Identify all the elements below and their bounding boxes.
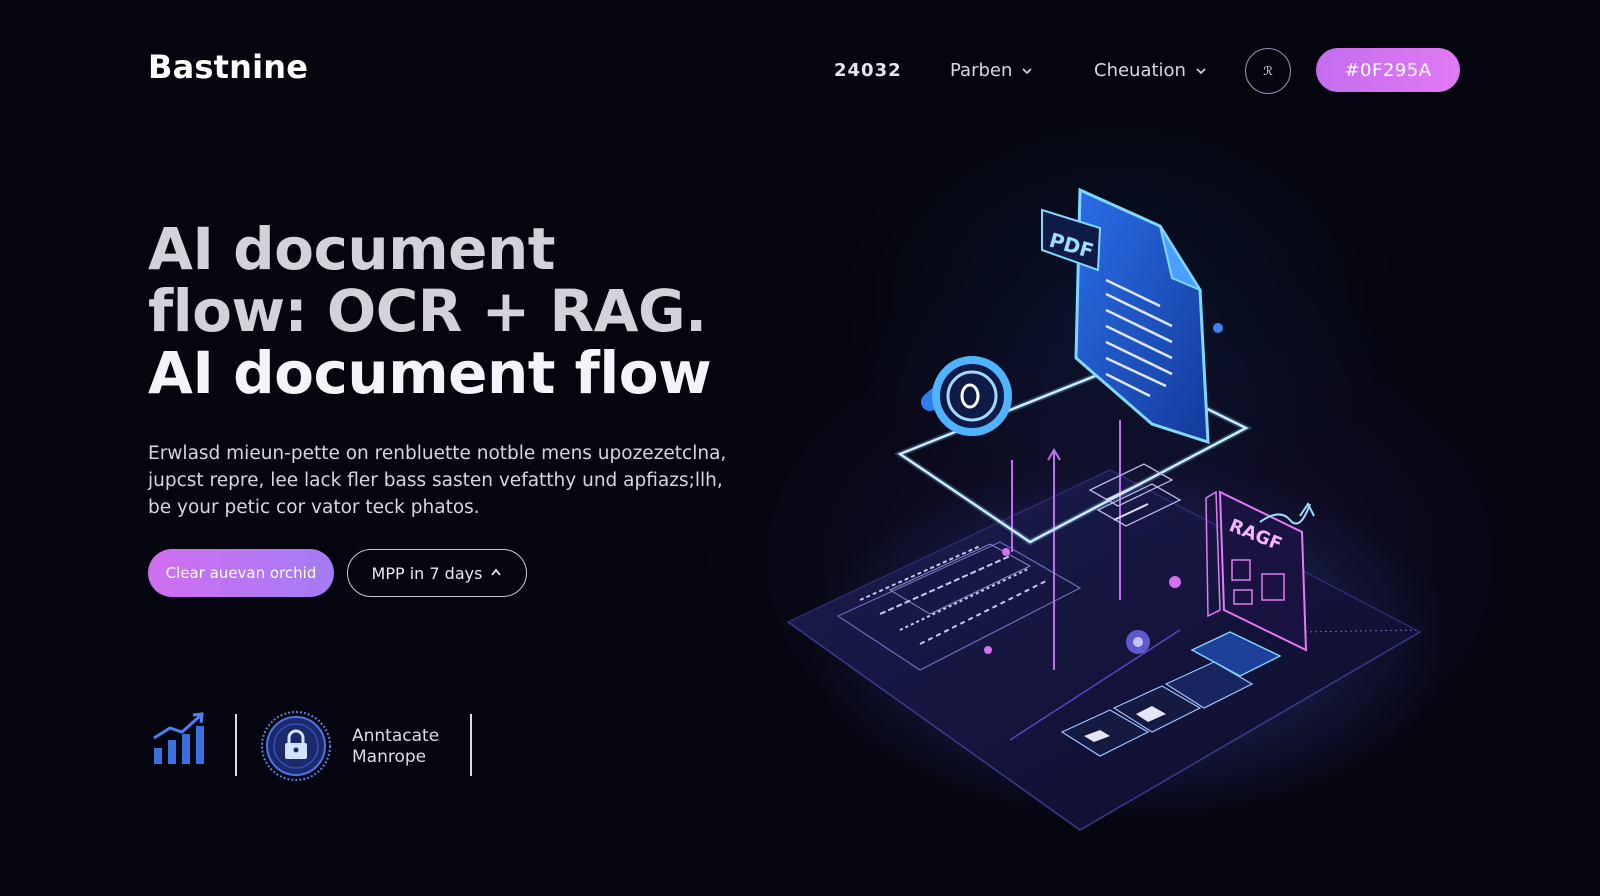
floor-tiles bbox=[1060, 631, 1282, 757]
hero-description-line-2: jupcst repre, lee lack fler bass sasten … bbox=[148, 470, 723, 491]
document-icon: PDF bbox=[1041, 187, 1223, 445]
nav-link-label: Cheuation bbox=[1094, 60, 1186, 81]
nav-dropdown-parben[interactable]: Parben bbox=[950, 60, 1032, 81]
nav-link-label: 24032 bbox=[834, 60, 902, 81]
chevron-down-icon bbox=[1196, 67, 1206, 74]
brand-logo[interactable]: Bastnine bbox=[148, 48, 309, 86]
floating-data-card bbox=[1088, 463, 1182, 527]
nav-dropdown-cheuation[interactable]: Cheuation bbox=[1094, 60, 1206, 81]
secondary-cta-label: MPP in 7 days bbox=[371, 563, 483, 583]
growth-chart-icon bbox=[153, 712, 204, 764]
trust-text-line-2: Manrope bbox=[352, 747, 427, 767]
nav-link-24032[interactable]: 24032 bbox=[834, 60, 902, 81]
magnifier-icon bbox=[921, 356, 1012, 436]
chevron-up-icon bbox=[491, 568, 502, 576]
hero-title-line-3: AI document flow bbox=[148, 339, 712, 407]
floor-form-panel bbox=[836, 541, 1082, 671]
chevron-down-icon bbox=[1022, 67, 1032, 74]
account-icon-button[interactable]: ℛ bbox=[1245, 48, 1291, 94]
hero-title-line-2: flow: OCR + RAG. bbox=[148, 277, 707, 345]
connector-lines bbox=[1002, 420, 1181, 670]
security-badge-icon bbox=[261, 711, 331, 781]
trust-divider bbox=[470, 714, 472, 776]
trust-badge-text: Anntacate Manrope bbox=[352, 726, 439, 768]
isometric-platform bbox=[786, 460, 1440, 831]
nav-link-label: Parben bbox=[950, 60, 1013, 81]
scan-frame bbox=[893, 362, 1253, 546]
isometric-document-illustration: PDF RAGF bbox=[786, 187, 1440, 831]
top-navigation: Bastnine 24032 Parben Cheuation ℛ #0F295… bbox=[0, 0, 1600, 140]
rag-card: RAGF bbox=[1205, 490, 1315, 652]
hero-description: Erwlasd mieun-pette on renbluette notble… bbox=[148, 440, 738, 521]
account-icon: ℛ bbox=[1263, 64, 1273, 78]
hero-description-line-3: be your petic cor vator teck phatos. bbox=[148, 497, 480, 518]
hero-title-line-1: AI document bbox=[148, 215, 556, 283]
primary-cta-button[interactable]: Clear auevan orchid bbox=[148, 549, 334, 597]
hero-description-line-1: Erwlasd mieun-pette on renbluette notble… bbox=[148, 443, 727, 464]
trust-divider bbox=[235, 714, 237, 776]
secondary-cta-button[interactable]: MPP in 7 days bbox=[347, 549, 527, 597]
hero-title: AI document flow: OCR + RAG. AI document… bbox=[148, 215, 712, 407]
nav-cta-button[interactable]: #0F295A bbox=[1316, 48, 1460, 92]
trust-text-line-1: Anntacate bbox=[352, 726, 440, 746]
